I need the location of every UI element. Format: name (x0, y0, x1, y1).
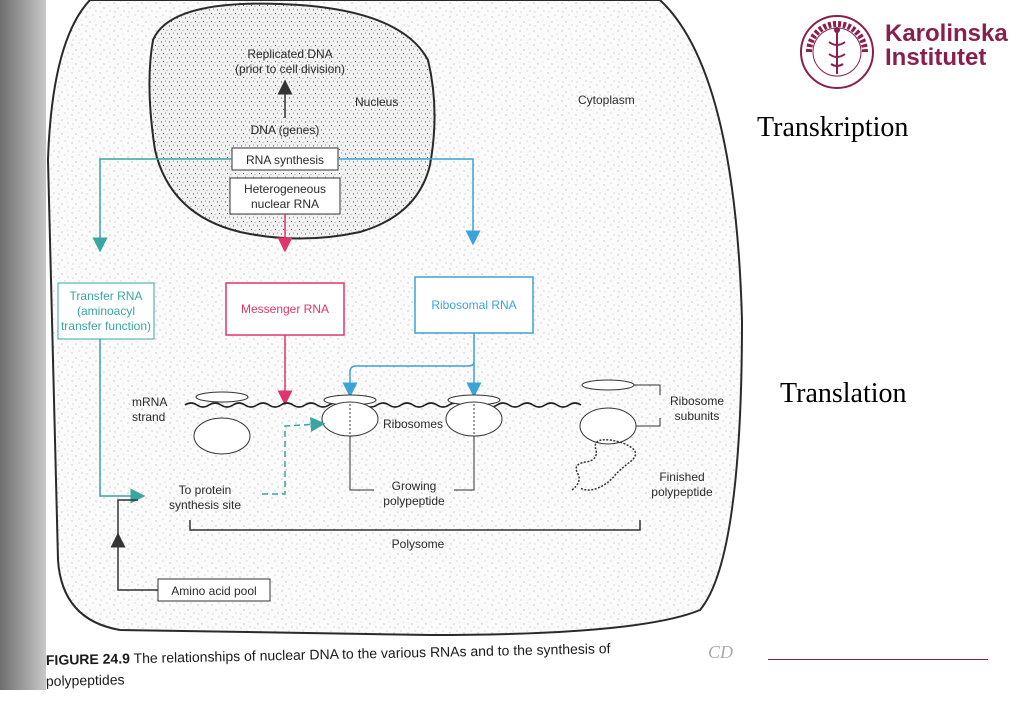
hnrna-sublabel: nuclear RNA (251, 197, 319, 211)
subunits-bracket-bottom (636, 418, 661, 427)
trna-to-ribosome-arrow (262, 416, 326, 495)
subunit-large (579, 407, 637, 445)
rrna-box (414, 276, 534, 334)
nucleus-label: Nucleus (355, 95, 398, 109)
mrna-box (225, 282, 345, 336)
karolinska-logo: Karolinska Institutet (795, 12, 1015, 92)
pool-up-arrow (110, 532, 158, 591)
ribosomes-label: Ribosomes (383, 417, 443, 431)
subunits-label: Ribosome (670, 394, 724, 408)
to-protein-sublabel: synthesis site (169, 498, 241, 512)
replicated-dna-label: Replicated DNA (247, 47, 332, 61)
subunits-bracket-top (634, 384, 661, 395)
logo-line-1: Karolinska (885, 20, 1008, 47)
to-protein-label: To protein (179, 483, 232, 497)
textbook-figure: Replicated DNA (prior to cell division) … (0, 0, 744, 690)
subunit-small (581, 379, 635, 391)
trna-sublabel-1: (aminoacyl (77, 304, 135, 318)
trna-box (57, 282, 155, 340)
figure-caption-label: FIGURE 24.9 (46, 650, 131, 668)
ribosome-1-large (321, 401, 379, 437)
growing-label: Growing (392, 479, 437, 493)
cytoplasm-label: Cytoplasm (578, 93, 635, 107)
karolinska-seal-icon (800, 15, 874, 89)
mrna-strand (184, 402, 582, 408)
handwritten-mark: CD (708, 642, 733, 662)
amino-acid-pool-label: Amino acid pool (171, 584, 256, 598)
free-large-subunit (193, 417, 251, 455)
subunits-sublabel: subunits (675, 409, 720, 423)
growing-sublabel: polypeptide (383, 494, 445, 508)
pool-to-site-line (117, 499, 138, 540)
rrna-arrow (338, 158, 481, 246)
finished-label: Finished (659, 470, 704, 484)
finished-sublabel: polypeptide (651, 485, 713, 499)
trna-label: Transfer RNA (70, 289, 143, 303)
mrna-strand-label: mRNA (132, 395, 167, 409)
transkription-title: Transkription (757, 112, 909, 143)
polysome-label: Polysome (392, 537, 445, 551)
rna-synthesis-label: RNA synthesis (246, 153, 324, 167)
growing-bracket-right (454, 436, 475, 491)
logo-wordmark: Karolinska Institutet (885, 22, 1008, 70)
figure-caption-line2: polypeptides (46, 671, 125, 689)
trna-arrow (92, 158, 232, 253)
finished-polypeptide (571, 438, 637, 491)
replicated-dna-sublabel: (prior to cell division) (235, 62, 345, 76)
dna-genes-label: DNA (genes) (251, 123, 320, 137)
mrna-strand-sublabel: strand (132, 410, 165, 424)
trna-to-site-arrow (99, 478, 146, 504)
logo-line-2: Institutet (885, 44, 987, 71)
footer-rule (768, 659, 988, 660)
translation-title: Translation (780, 378, 907, 409)
scan-page-edge (0, 0, 46, 690)
free-small-subunit (195, 391, 249, 403)
rrna-label: Ribosomal RNA (431, 298, 516, 312)
ribosome-2-large (445, 401, 503, 437)
polysome-bracket (189, 520, 641, 531)
nucleus (148, 2, 436, 240)
mrna-label: Messenger RNA (241, 302, 329, 316)
trna-sublabel-2: transfer function) (61, 319, 151, 333)
growing-bracket-left (349, 436, 374, 491)
hnrna-label: Heterogeneous (244, 182, 326, 196)
